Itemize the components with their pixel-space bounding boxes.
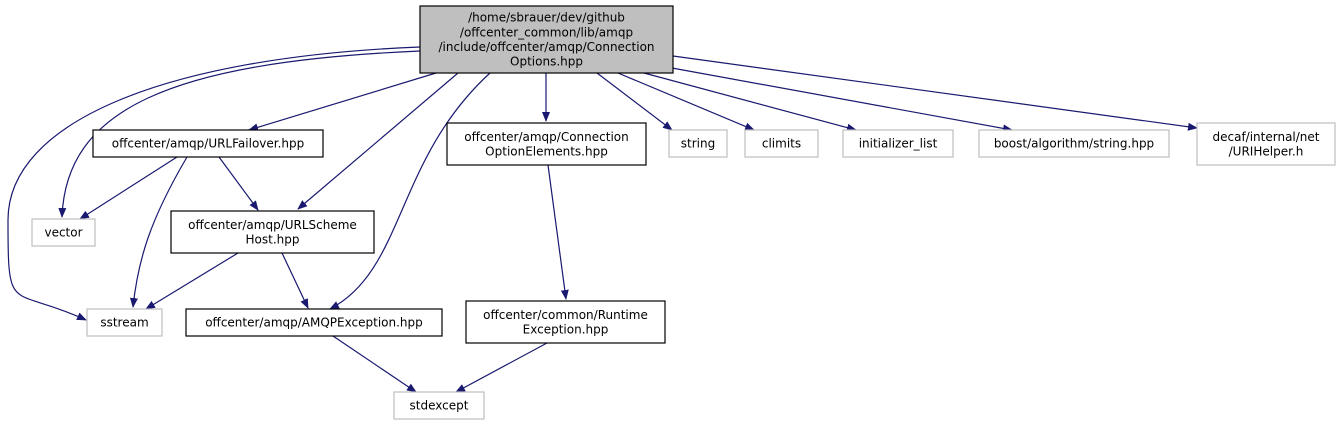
- node-box-runtime: [465, 300, 666, 344]
- node-label-runtime-0: offcenter/common/Runtime: [483, 308, 648, 322]
- node-box-scheme: [170, 210, 375, 254]
- node-root: /home/sbrauer/dev/github/offcenter_commo…: [419, 5, 674, 74]
- node-string: string: [668, 129, 728, 158]
- edge-connopt-to-runtime: [547, 164, 569, 300]
- node-label-root-1: /offcenter_common/lib/amqp: [460, 25, 633, 39]
- node-box-decaf: [1196, 122, 1336, 166]
- node-label-decaf-0: decaf/internal/net: [1213, 130, 1320, 144]
- edge-scheme-to-sstream: [145, 252, 239, 310]
- node-urlfailover[interactable]: offcenter/amqp/URLFailover.hpp: [92, 129, 324, 158]
- edge-root-to-initlist: [643, 72, 857, 132]
- node-label-root-0: /home/sbrauer/dev/github: [468, 11, 625, 25]
- node-box-vector: [31, 218, 96, 247]
- node-box-root: [419, 5, 674, 74]
- node-label-stdexcept-0: stdexcept: [410, 399, 469, 413]
- edge-root-to-string: [596, 72, 673, 131]
- node-label-initlist-0: initializer_list: [859, 137, 938, 151]
- edge-root-to-sstream: [7, 46, 421, 321]
- node-label-vector-0: vector: [44, 226, 82, 240]
- node-box-urlfailover: [92, 129, 324, 158]
- node-label-scheme-0: offcenter/amqp/URLScheme: [188, 218, 357, 232]
- node-label-runtime-1: Exception.hpp: [523, 322, 609, 336]
- node-label-amqpex-0: offcenter/amqp/AMQPException.hpp: [205, 316, 423, 330]
- node-label-boost-0: boost/algorithm/string.hpp: [994, 137, 1154, 151]
- node-box-connopt: [446, 122, 647, 166]
- node-sstream: sstream: [86, 308, 163, 337]
- node-label-sstream-0: sstream: [100, 316, 148, 330]
- node-label-connopt-0: offcenter/amqp/Connection: [464, 130, 628, 144]
- node-box-climits: [744, 129, 819, 158]
- edges-layer: [7, 46, 1198, 393]
- edge-root-to-amqpex: [329, 72, 491, 310]
- node-boost: boost/algorithm/string.hpp: [978, 129, 1170, 158]
- node-amqpex[interactable]: offcenter/amqp/AMQPException.hpp: [185, 308, 443, 337]
- edge-root-to-boost: [671, 67, 1013, 133]
- edge-amqpex-to-stdexcept: [332, 335, 417, 393]
- node-initlist: initializer_list: [842, 129, 954, 158]
- node-label-climits-0: climits: [762, 137, 801, 151]
- edge-scheme-to-amqpex: [281, 252, 309, 309]
- node-connopt[interactable]: offcenter/amqp/ConnectionOptionElements.…: [446, 122, 647, 166]
- node-box-string: [668, 129, 728, 158]
- node-stdexcept: stdexcept: [393, 391, 485, 420]
- edge-root-to-urlfailover: [248, 72, 437, 132]
- node-label-scheme-1: Host.hpp: [246, 232, 300, 246]
- node-label-decaf-1: /URIHelper.h: [1229, 144, 1304, 158]
- node-label-root-3: Options.hpp: [510, 54, 583, 68]
- edge-root-to-scheme: [297, 72, 459, 210]
- node-box-boost: [978, 129, 1170, 158]
- edge-root-to-decaf: [672, 55, 1198, 131]
- node-box-initlist: [842, 129, 954, 158]
- edge-urlfailover-to-scheme: [218, 156, 259, 211]
- node-climits: climits: [744, 129, 819, 158]
- edge-root-to-vector: [58, 50, 421, 218]
- node-box-amqpex: [185, 308, 443, 337]
- node-label-string-0: string: [681, 137, 715, 151]
- edge-urlfailover-to-vector: [79, 156, 178, 220]
- node-label-root-2: /include/offcenter/amqp/Connection: [438, 40, 654, 54]
- node-label-urlfailover-0: offcenter/amqp/URLFailover.hpp: [112, 137, 305, 151]
- node-decaf: decaf/internal/net/URIHelper.h: [1196, 122, 1336, 166]
- edge-urlfailover-to-sstream: [129, 156, 188, 308]
- node-box-sstream: [86, 308, 163, 337]
- nodes-layer: /home/sbrauer/dev/github/offcenter_commo…: [31, 5, 1336, 420]
- edge-root-to-climits: [617, 72, 755, 131]
- node-box-stdexcept: [393, 391, 485, 420]
- node-label-connopt-1: OptionElements.hpp: [485, 144, 608, 158]
- edge-runtime-to-stdexcept: [455, 342, 548, 393]
- node-vector: vector: [31, 218, 96, 247]
